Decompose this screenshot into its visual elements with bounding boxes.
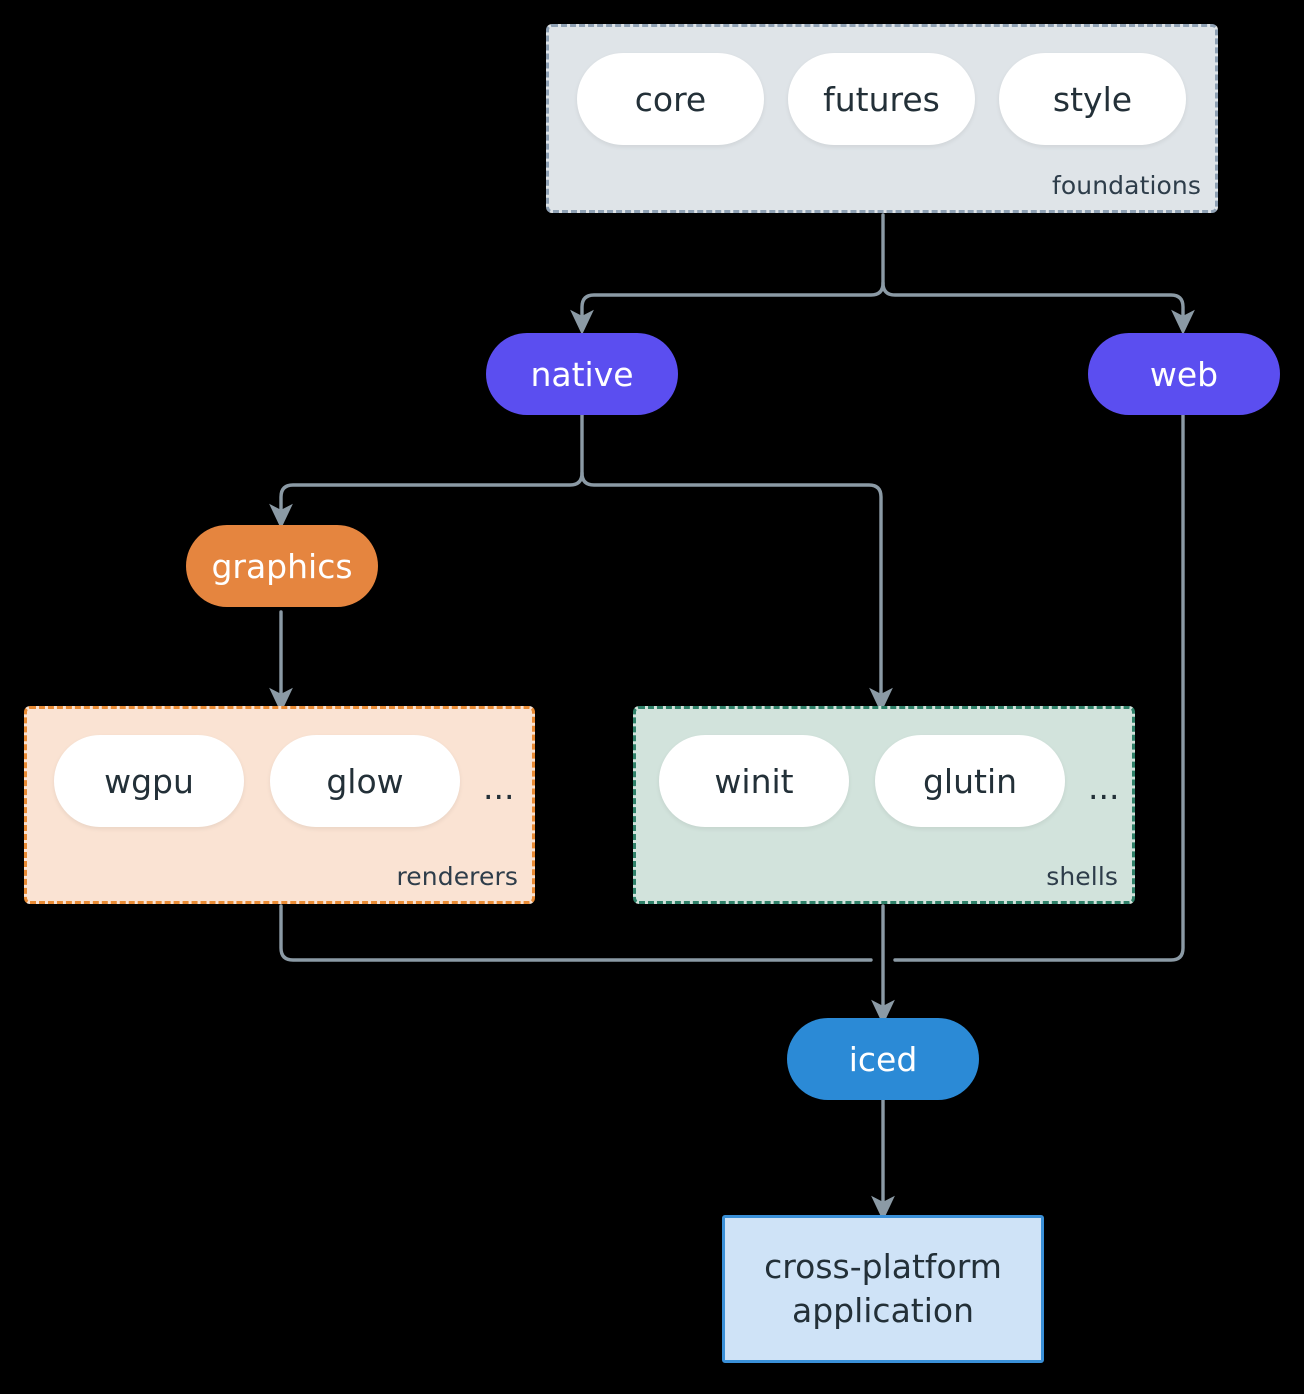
foundations-item-style[interactable]: style	[999, 53, 1186, 145]
group-renderers: wgpu glow ... renderers	[24, 706, 535, 904]
foundations-item-core[interactable]: core	[577, 53, 764, 145]
application-line-1: cross-platform	[764, 1247, 1002, 1287]
group-foundations: core futures style foundations	[546, 24, 1218, 213]
node-native-label: native	[530, 354, 634, 394]
foundations-item-futures-label: futures	[823, 79, 940, 119]
group-shells: winit glutin ... shells	[633, 706, 1135, 904]
node-iced[interactable]: iced	[787, 1018, 979, 1100]
foundations-item-style-label: style	[1052, 79, 1133, 119]
edge-foundations-to-native	[570, 213, 885, 335]
edge-native-to-graphics	[269, 412, 584, 529]
renderers-item-glow-label: glow	[326, 761, 404, 801]
renderers-item-wgpu-label: wgpu	[104, 761, 194, 801]
renderers-item-wgpu[interactable]: wgpu	[54, 735, 244, 827]
node-web-label: web	[1149, 354, 1219, 394]
group-shells-label: shells	[1046, 862, 1118, 891]
node-iced-label: iced	[848, 1039, 918, 1079]
shells-item-winit-label: winit	[714, 761, 794, 801]
edge-foundations-to-web	[881, 281, 1195, 335]
renderers-ellipsis: ...	[483, 768, 515, 807]
edge-renderers-to-iced	[279, 904, 873, 962]
group-foundations-label: foundations	[1052, 171, 1201, 200]
shells-item-glutin[interactable]: glutin	[875, 735, 1065, 827]
node-native[interactable]: native	[486, 333, 678, 415]
renderers-item-glow[interactable]: glow	[270, 735, 460, 827]
node-graphics-label: graphics	[211, 546, 353, 586]
application-line-2: application	[791, 1291, 975, 1330]
foundations-item-core-label: core	[634, 79, 707, 119]
group-renderers-label: renderers	[396, 862, 518, 891]
node-graphics[interactable]: graphics	[186, 525, 378, 607]
foundations-item-futures[interactable]: futures	[788, 53, 975, 145]
node-web[interactable]: web	[1088, 333, 1280, 415]
shells-ellipsis: ...	[1088, 768, 1120, 807]
shells-item-winit[interactable]: winit	[659, 735, 849, 827]
edge-native-to-shells	[580, 471, 893, 713]
node-cross-platform-application[interactable]: cross-platform application	[722, 1215, 1044, 1363]
shells-item-glutin-label: glutin	[922, 761, 1018, 801]
